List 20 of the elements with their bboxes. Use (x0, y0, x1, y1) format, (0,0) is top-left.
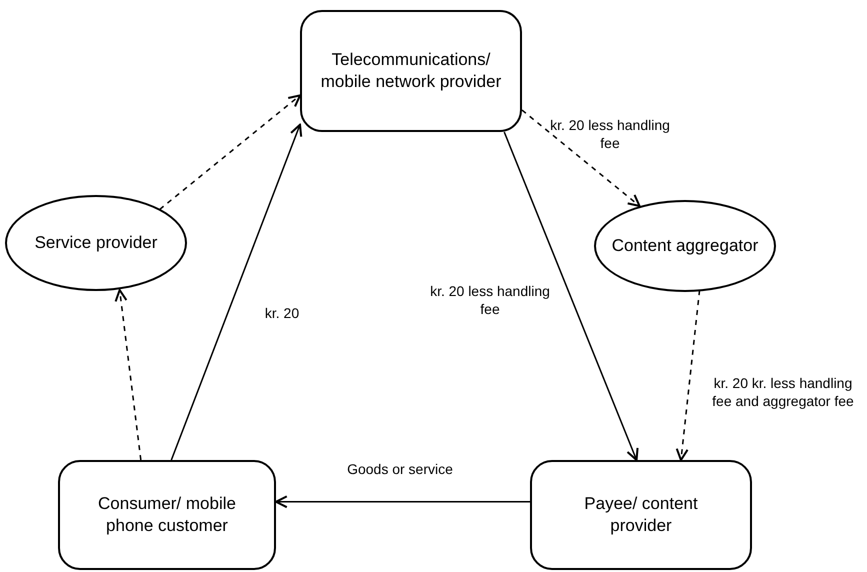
arrow (676, 290, 700, 462)
arrow (170, 124, 302, 460)
arrow (504, 132, 639, 462)
edge-label: kr. 20 less handling fee (430, 282, 550, 318)
arrow (275, 495, 530, 508)
rounded-box (530, 460, 752, 570)
node-label: Telecommunications/ mobile network provider (320, 49, 502, 93)
rounded-box (58, 460, 276, 570)
node-label: Service provider (34, 232, 158, 254)
node-label: Payee/ content provider (583, 493, 699, 537)
node-label: Consumer/ mobile phone customer (97, 493, 237, 537)
rounded-box (300, 10, 522, 132)
arrow (522, 109, 641, 207)
arrow (114, 289, 142, 460)
edge-label: kr. 20 less handling fee (550, 116, 670, 152)
node-label: Content aggregator (610, 235, 760, 257)
edge-label: kr. 20 kr. less handling fee and aggregator fee (711, 374, 855, 410)
arrow (159, 94, 302, 210)
edge-label: Goods or service (346, 460, 454, 478)
edge-label: kr. 20 (264, 304, 300, 322)
